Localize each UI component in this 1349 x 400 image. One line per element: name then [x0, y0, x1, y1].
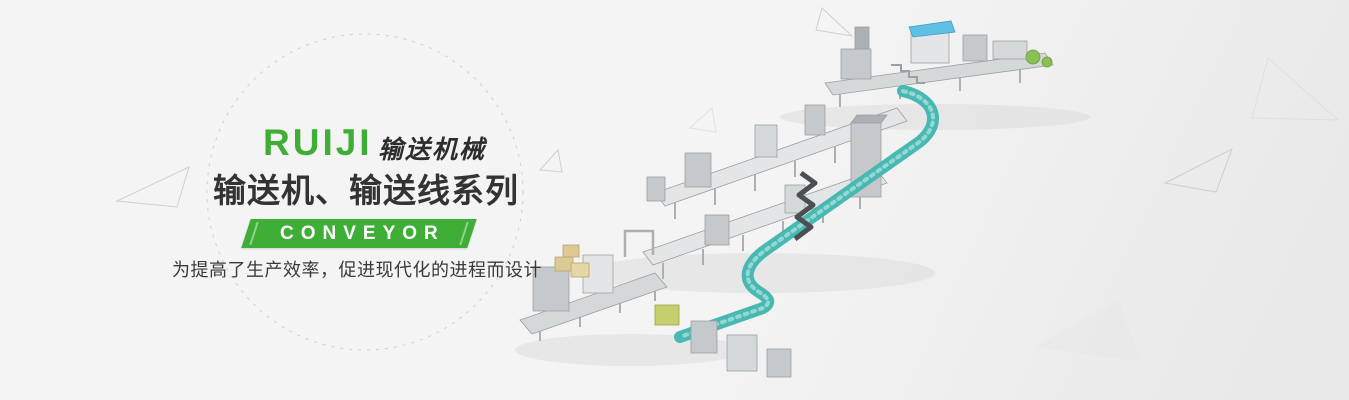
- chain-conveyor: [793, 170, 818, 241]
- banner-tagline: 为提高了生产效率，促进现代化的进程而设计: [172, 260, 542, 280]
- brand-subtitle: 输送机械: [378, 136, 487, 164]
- dashed-circle-decor: [206, 33, 524, 351]
- triangle-decor-right: [1163, 147, 1233, 193]
- shadow-bottom: [515, 334, 745, 366]
- gantry-frame: [623, 229, 655, 257]
- main-conveyor-lanes: [642, 104, 908, 279]
- ribbon-label: CONVEYOR: [280, 223, 445, 244]
- triangle-decor-left: [115, 166, 190, 208]
- stairs: [891, 64, 925, 84]
- triangle-soft-corner: [1240, 278, 1349, 400]
- conveyor-line-illustration: [515, 20, 1090, 378]
- triangle-soft-bottom: [1035, 300, 1142, 362]
- brand-name: RUIJI: [263, 122, 373, 163]
- shadow-middle: [585, 253, 935, 293]
- pallet-boxes: [554, 244, 590, 278]
- conveyor-ribbon: CONVEYOR: [241, 219, 477, 248]
- packing-station-section: [519, 229, 792, 378]
- banner-title: 输送机、输送线系列: [213, 172, 519, 209]
- top-conveyor-section: [824, 20, 1054, 107]
- triangle-decor-small: [538, 148, 563, 173]
- triangle-decor-top: [815, 7, 854, 37]
- blue-roof-machine: [908, 20, 956, 38]
- triangle-decor-topright: [1251, 57, 1340, 121]
- yellow-machine: [654, 304, 680, 326]
- triangle-decor-faint: [688, 107, 717, 133]
- green-hopper: [1025, 49, 1041, 65]
- teal-conveyor-belt: [674, 85, 939, 343]
